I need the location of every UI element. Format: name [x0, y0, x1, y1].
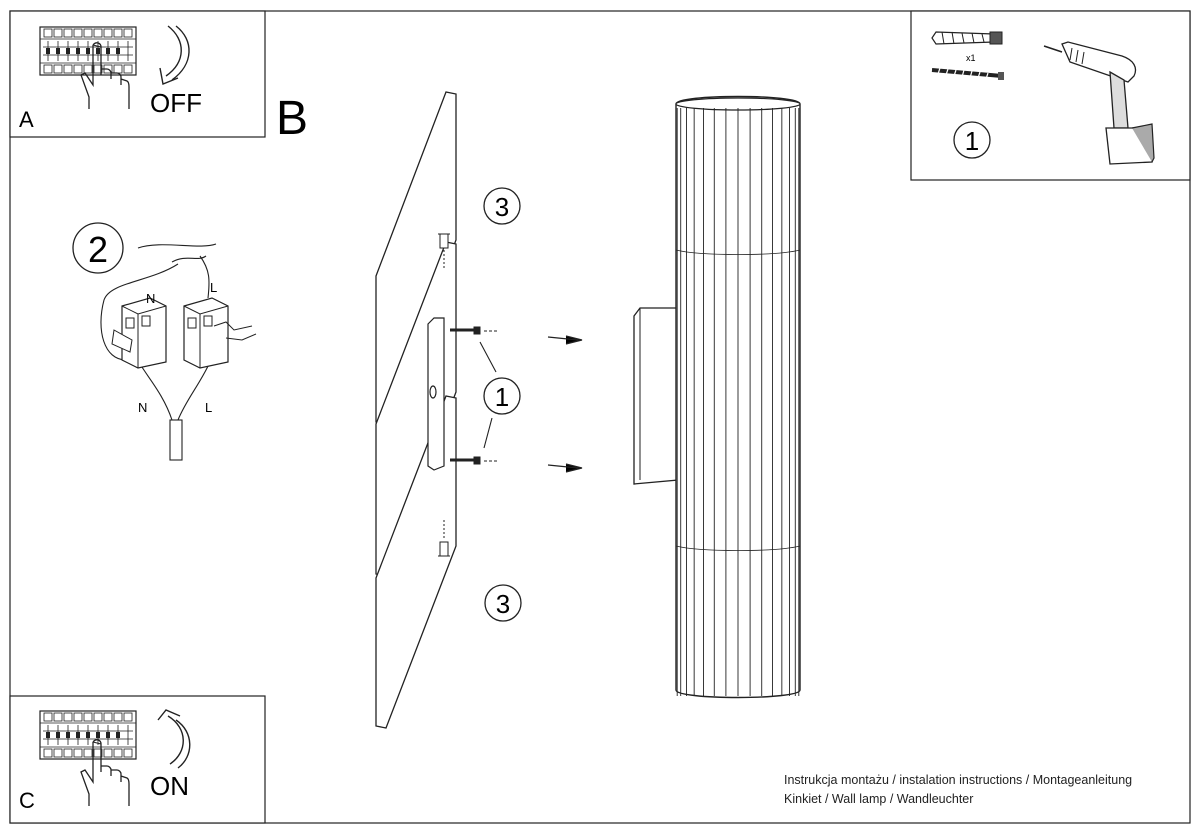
step-1-badge: 1	[953, 121, 991, 159]
step-3-top-number: 3	[495, 192, 509, 222]
off-label: OFF	[150, 88, 202, 118]
curved-arrow-icon	[157, 709, 191, 769]
wall-plug-icon	[438, 233, 450, 557]
wiring-diagram: 2 N L N L	[72, 222, 257, 461]
step-3-bottom-number: 3	[496, 589, 510, 619]
step-1-screws-number: 1	[495, 382, 509, 412]
step-1-badge: 1	[483, 377, 521, 415]
panel-a-letter: A	[19, 107, 34, 132]
terminal-n-label: N	[146, 291, 155, 306]
footer-line-2: Kinkiet / Wall lamp / Wandleuchter	[784, 792, 974, 806]
connector-block-icon	[183, 297, 257, 369]
cable-l-label: L	[205, 400, 212, 415]
drill-icon	[1043, 41, 1155, 165]
screw-icon	[450, 326, 498, 465]
fluted-lamp-icon	[675, 95, 801, 699]
step-3-top-badge: 3	[483, 187, 521, 225]
breaker-panel-icon	[39, 710, 137, 760]
panel-b-letter: B	[276, 92, 308, 145]
quantity-label: x1	[966, 53, 976, 63]
lamp-back-plate	[633, 307, 679, 485]
panel-tools: x1 1	[910, 10, 1191, 181]
step-3-bottom-badge: 3	[484, 584, 522, 622]
on-label: ON	[150, 771, 189, 801]
connector-block-icon	[111, 297, 167, 369]
curved-arrow-icon	[159, 25, 190, 85]
tools-step-number: 1	[965, 126, 979, 156]
wall-plug-icon	[931, 31, 1003, 45]
mounting-bracket	[427, 317, 445, 471]
screw-icon	[547, 335, 583, 473]
step-2-badge: 2	[72, 222, 124, 274]
panel-c-letter: C	[19, 788, 35, 813]
cable-n-label: N	[138, 400, 147, 415]
page-frame	[9, 10, 1191, 824]
panel-c: C ON	[9, 695, 266, 824]
footer-caption: Instrukcja montażu / instalation instruc…	[784, 771, 1132, 809]
screw-icon	[931, 67, 1004, 80]
breaker-panel-icon	[39, 26, 137, 76]
panel-a: A OFF	[9, 10, 266, 138]
mounting-diagram: B	[276, 91, 801, 729]
terminal-l-label: L	[210, 280, 217, 295]
footer-line-1: Instrukcja montażu / instalation instruc…	[784, 773, 1133, 787]
wiring-step-number: 2	[88, 229, 108, 270]
